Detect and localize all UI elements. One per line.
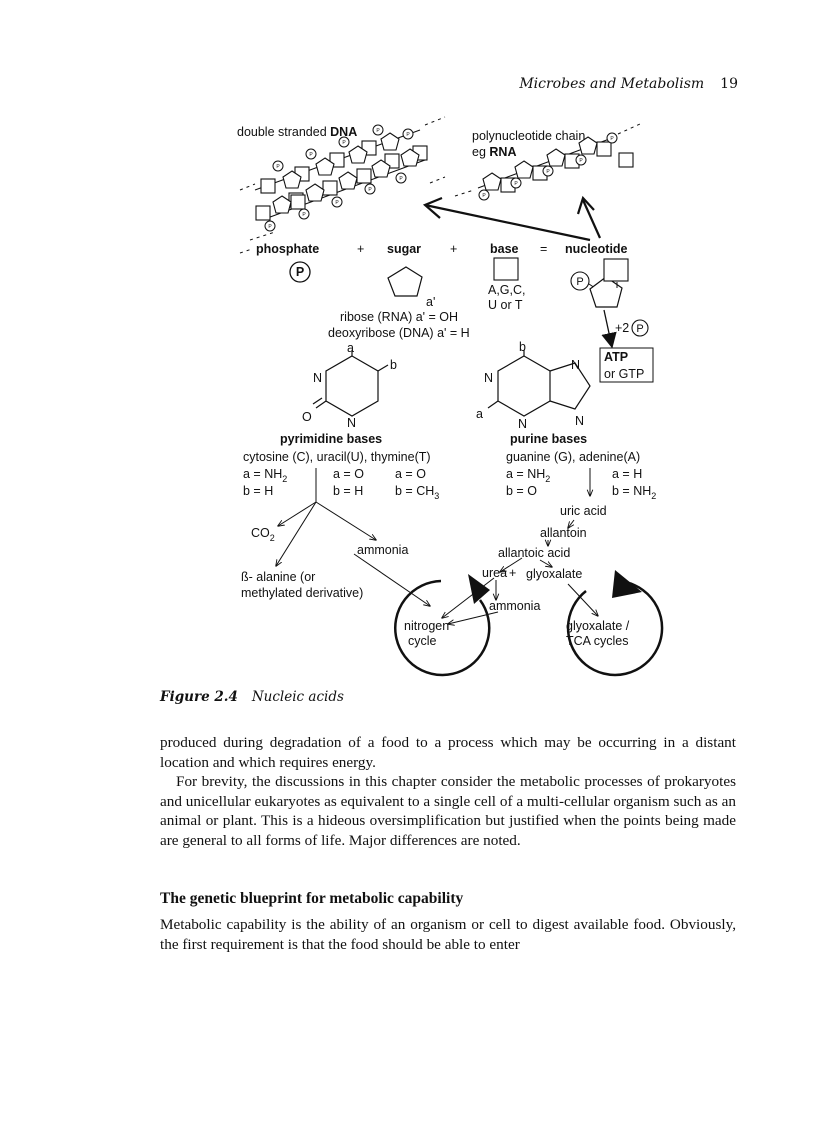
sugar-label: sugar bbox=[387, 242, 421, 256]
dna-units bbox=[255, 124, 428, 232]
svg-text:P: P bbox=[636, 323, 643, 335]
paragraph-1: produced during degradation of a food to… bbox=[160, 734, 736, 771]
pur-b: b bbox=[519, 340, 526, 354]
rna-label-line2: eg RNA bbox=[472, 145, 516, 159]
nitrogen-cycle-label: cycle bbox=[408, 634, 437, 648]
uric-acid-label: uric acid bbox=[560, 504, 607, 518]
pyr-a: a bbox=[347, 341, 354, 355]
plus2-label: +2 bbox=[615, 321, 629, 335]
tca-cycles-label: TCA cycles bbox=[566, 634, 629, 648]
section-heading: The genetic blueprint for metabolic capa… bbox=[160, 890, 464, 907]
co2-label: CO2 bbox=[251, 526, 275, 543]
dna-label: double stranded DNA bbox=[237, 125, 357, 139]
bases-line1: A,G,C, bbox=[488, 283, 526, 297]
pyr-u-b: b = H bbox=[333, 484, 363, 498]
purine-ring bbox=[487, 350, 591, 417]
purine-title: purine bases bbox=[510, 432, 587, 446]
atp-label: ATP bbox=[604, 350, 628, 364]
pyr-n1: N bbox=[313, 371, 322, 385]
pyr-c-b: b = H bbox=[243, 484, 273, 498]
pur-a-b: b = NH2 bbox=[612, 484, 656, 501]
pur-n1: N bbox=[484, 371, 493, 385]
pur-n3: N bbox=[571, 358, 580, 372]
pyr-c-a: a = NH2 bbox=[243, 467, 287, 484]
pur-a: a bbox=[476, 407, 483, 421]
tca-cycle bbox=[566, 570, 664, 677]
plus-1: + bbox=[357, 242, 364, 256]
pyr-b: b bbox=[390, 358, 397, 372]
pyr-n2: N bbox=[347, 416, 356, 430]
pur-n2: N bbox=[518, 417, 527, 431]
glyoxalate-label: glyoxalate bbox=[526, 567, 582, 581]
figure-label: Figure 2.4 bbox=[160, 689, 238, 705]
page-number: 19 bbox=[720, 76, 738, 92]
a-prime-label: a' bbox=[426, 295, 435, 309]
figure-title: Nucleic acids bbox=[251, 689, 344, 705]
body-text-top: produced during degradation of a food to… bbox=[160, 733, 736, 851]
rna-chain bbox=[454, 123, 641, 201]
pyr-t-a: a = O bbox=[395, 467, 426, 481]
gtp-label: or GTP bbox=[604, 367, 644, 381]
glyoxalate-tca-label: glyoxalate / bbox=[566, 619, 630, 633]
plus-2: + bbox=[450, 242, 457, 256]
nucleotide-label: nucleotide bbox=[565, 242, 628, 256]
nitrogen-label: nitrogen bbox=[404, 619, 449, 633]
purine-names: guanine (G), adenine(A) bbox=[506, 450, 640, 464]
degradation-arrows bbox=[276, 468, 598, 624]
ribose-label: ribose (RNA) a' = OH bbox=[340, 310, 458, 324]
svg-text:P: P bbox=[576, 276, 583, 288]
paragraph-3: Metabolic capability is the ability of a… bbox=[160, 916, 736, 953]
base-symbol bbox=[493, 257, 519, 281]
alanine-label-1: ß- alanine (or bbox=[241, 570, 315, 584]
pyr-u-a: a = O bbox=[333, 467, 364, 481]
pur-a-a: a = H bbox=[612, 467, 642, 481]
nitrogen-cycle bbox=[394, 574, 491, 677]
alanine-label-2: methylated derivative) bbox=[241, 586, 363, 600]
base-label: base bbox=[490, 242, 519, 256]
header-title: Microbes and Metabolism bbox=[519, 76, 705, 92]
sugar-symbol bbox=[387, 266, 423, 297]
allantoic-acid-label: allantoic acid bbox=[498, 546, 570, 560]
plus2-phosphate bbox=[631, 319, 649, 337]
pur-g-b: b = O bbox=[506, 484, 537, 498]
pyrimidine-names: cytosine (C), uracil(U), thymine(T) bbox=[243, 450, 431, 464]
running-header: Microbes and Metabolism 19 bbox=[519, 76, 738, 92]
rna-label-line1: polynucleotide chain bbox=[472, 129, 585, 143]
polymerization-arrows bbox=[422, 195, 602, 242]
nucleotide-symbol: P bbox=[570, 258, 629, 308]
phosphate-symbol bbox=[289, 261, 311, 283]
pyrimidine-title: pyrimidine bases bbox=[280, 432, 382, 446]
atp-box bbox=[599, 347, 654, 383]
phosphate-label: phosphate bbox=[256, 242, 319, 256]
body-text-bottom: Metabolic capability is the ability of a… bbox=[160, 915, 736, 954]
ammonia-right-label: ammonia bbox=[489, 599, 540, 613]
nucleic-acids-figure: P double stranded DNA polynucleotide cha… bbox=[237, 116, 664, 677]
pyr-o: O bbox=[302, 410, 312, 424]
figure-caption: Figure 2.4 Nucleic acids bbox=[160, 689, 344, 705]
paragraph-2: For brevity, the discussions in this cha… bbox=[160, 773, 736, 849]
pur-g-a: a = NH2 bbox=[506, 467, 550, 484]
equals-sign: = bbox=[540, 242, 547, 256]
pyrimidine-ring bbox=[312, 351, 389, 417]
pyr-t-b: b = CH3 bbox=[395, 484, 439, 501]
urea-label: urea+ bbox=[482, 566, 516, 580]
pur-n4: N bbox=[575, 414, 584, 428]
allantoin-label: allantoin bbox=[540, 526, 587, 540]
bases-line2: U or T bbox=[488, 298, 523, 312]
ammonia-left-label: ammonia bbox=[357, 543, 408, 557]
atp-arrow bbox=[601, 309, 617, 349]
deoxyribose-label: deoxyribose (DNA) a' = H bbox=[328, 326, 470, 340]
phosphate-symbol-text: P bbox=[296, 265, 304, 279]
